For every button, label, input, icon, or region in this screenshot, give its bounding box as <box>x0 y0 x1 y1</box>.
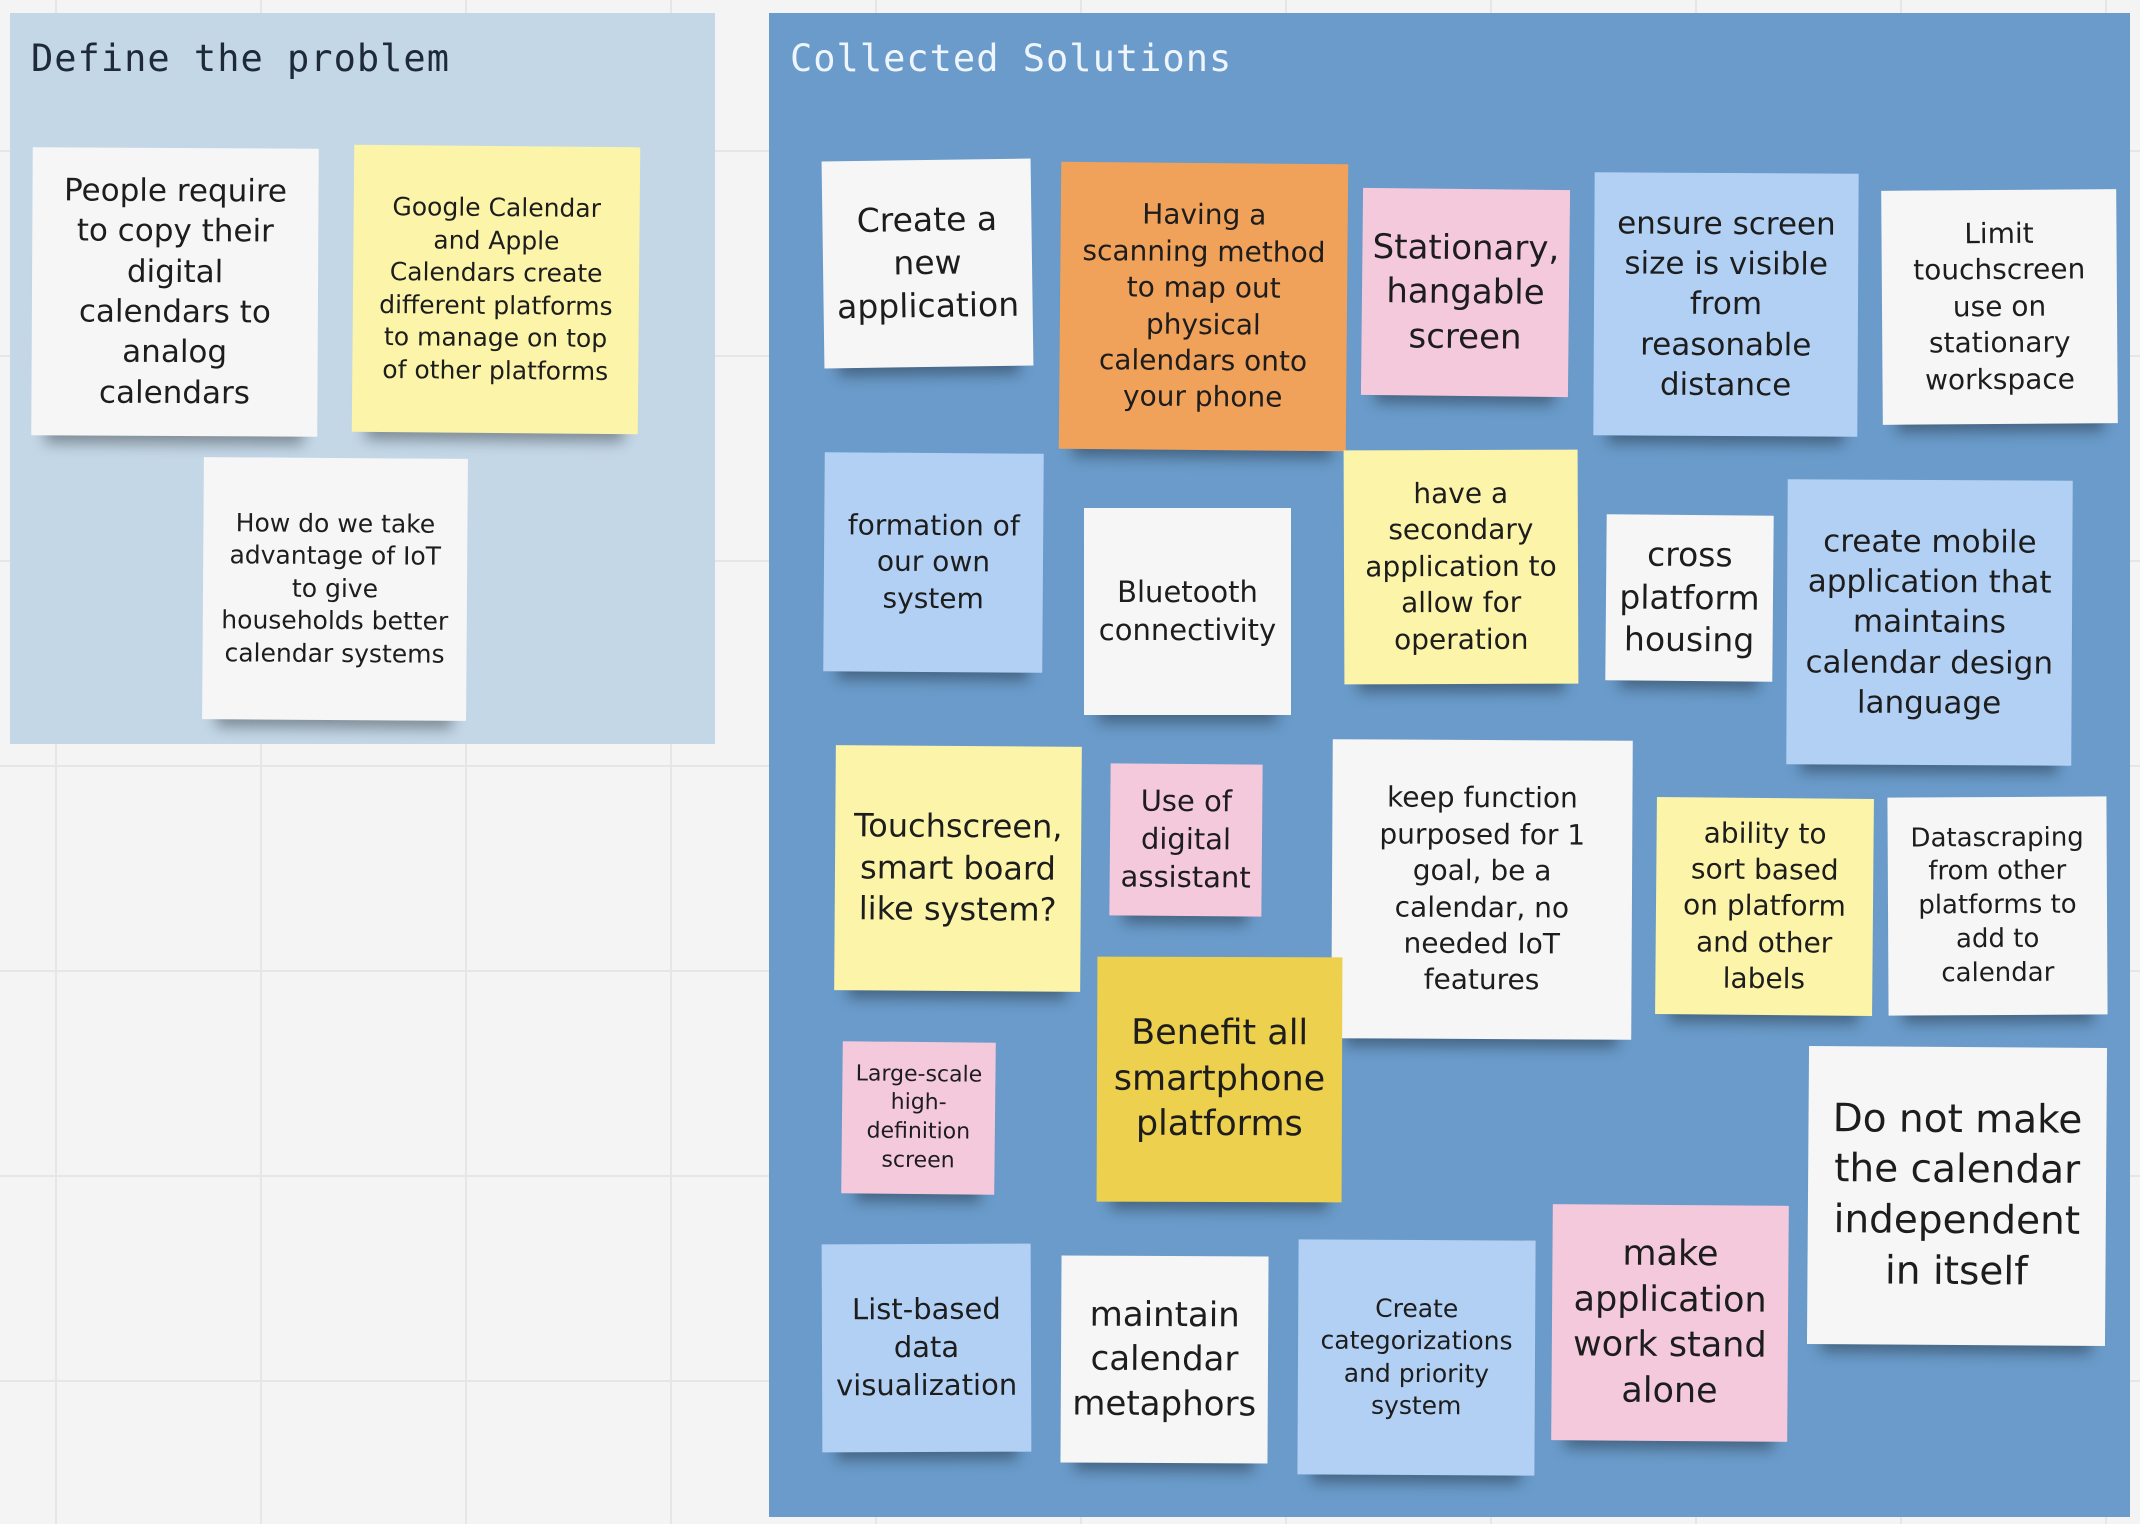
sticky-note-text: Having a scanning method to map out phys… <box>1082 197 1326 414</box>
sticky-note-text: How do we take advantage of IoT to give … <box>221 508 449 669</box>
sticky-note-text: Create categorizations and priority syst… <box>1320 1293 1513 1421</box>
sticky-note-text: formation of our own system <box>847 508 1020 616</box>
sticky-note-text: Large-scale high-definition screen <box>855 1061 983 1173</box>
sticky-note[interactable]: Datascraping from other platforms to add… <box>1887 796 2108 1016</box>
sticky-note[interactable]: Large-scale high-definition screen <box>841 1041 996 1195</box>
sticky-note-text: ensure screen size is visible from reaso… <box>1617 205 1836 404</box>
sticky-note-text: create mobile application that maintains… <box>1805 523 2054 722</box>
sticky-note[interactable]: List-based data visualization <box>821 1243 1032 1453</box>
sticky-note-text: maintain calendar metaphors <box>1072 1294 1257 1425</box>
sticky-note[interactable]: Limit touchscreen use on stationary work… <box>1881 189 2118 425</box>
sticky-note[interactable]: People require to copy their digital cal… <box>31 147 319 437</box>
sticky-note-text: Google Calendar and Apple Calendars crea… <box>379 192 613 386</box>
sticky-note[interactable]: How do we take advantage of IoT to give … <box>202 457 468 721</box>
sticky-note-text: Create a new application <box>836 199 1020 327</box>
sticky-note-text: have a secondary application to allow fo… <box>1365 476 1557 656</box>
sticky-note-text: Stationary, hangable screen <box>1372 227 1560 358</box>
sticky-note[interactable]: Benefit all smartphone platforms <box>1096 956 1343 1203</box>
sticky-note-text: Bluetooth connectivity <box>1098 574 1277 647</box>
sticky-note[interactable]: Use of digital assistant <box>1109 763 1263 917</box>
sticky-note-text: Datascraping from other platforms to add… <box>1910 822 2084 988</box>
sticky-note[interactable]: maintain calendar metaphors <box>1060 1255 1269 1464</box>
sticky-note-text: Limit touchscreen use on stationary work… <box>1913 216 2086 397</box>
sticky-note-text: keep function purposed for 1 goal, be a … <box>1379 780 1586 997</box>
sticky-note[interactable]: Touchscreen, smart board like system? <box>834 745 1082 992</box>
sticky-note-text: make application work stand alone <box>1572 1233 1767 1411</box>
sticky-note[interactable]: formation of our own system <box>823 452 1044 673</box>
sticky-note-text: List-based data visualization <box>836 1292 1018 1403</box>
sticky-note-text: Benefit all smartphone platforms <box>1113 1012 1326 1145</box>
sticky-note[interactable]: have a secondary application to allow fo… <box>1343 449 1579 685</box>
sticky-note[interactable]: make application work stand alone <box>1551 1204 1789 1442</box>
sticky-note[interactable]: create mobile application that maintains… <box>1786 479 2073 766</box>
sticky-note[interactable]: Google Calendar and Apple Calendars crea… <box>351 144 641 435</box>
sticky-note[interactable]: Do not make the calendar independent in … <box>1806 1045 2108 1347</box>
sticky-note-text: ability to sort based on platform and ot… <box>1682 815 1847 996</box>
sticky-note-text: People require to copy their digital cal… <box>63 172 288 411</box>
sticky-note[interactable]: cross platform housing <box>1605 514 1774 682</box>
sticky-note-text: Do not make the calendar independent in … <box>1832 1095 2083 1295</box>
frame-title-define-the-problem: Define the problem <box>31 37 450 80</box>
sticky-note[interactable]: Create categorizations and priority syst… <box>1297 1239 1536 1476</box>
sticky-note[interactable]: keep function purposed for 1 goal, be a … <box>1331 739 1633 1040</box>
sticky-note-text: Touchscreen, smart board like system? <box>853 806 1063 929</box>
sticky-note[interactable]: Stationary, hangable screen <box>1360 187 1571 398</box>
sticky-note-text: cross platform housing <box>1619 534 1760 661</box>
sticky-note[interactable]: ability to sort based on platform and ot… <box>1655 797 1874 1016</box>
sticky-note[interactable]: Bluetooth connectivity <box>1084 508 1291 715</box>
sticky-note-text: Use of digital assistant <box>1120 784 1251 895</box>
frame-title-collected-solutions: Collected Solutions <box>790 37 1233 80</box>
sticky-note[interactable]: Having a scanning method to map out phys… <box>1058 161 1349 452</box>
sticky-note[interactable]: Create a new application <box>821 158 1034 369</box>
sticky-note[interactable]: ensure screen size is visible from reaso… <box>1593 172 1859 437</box>
